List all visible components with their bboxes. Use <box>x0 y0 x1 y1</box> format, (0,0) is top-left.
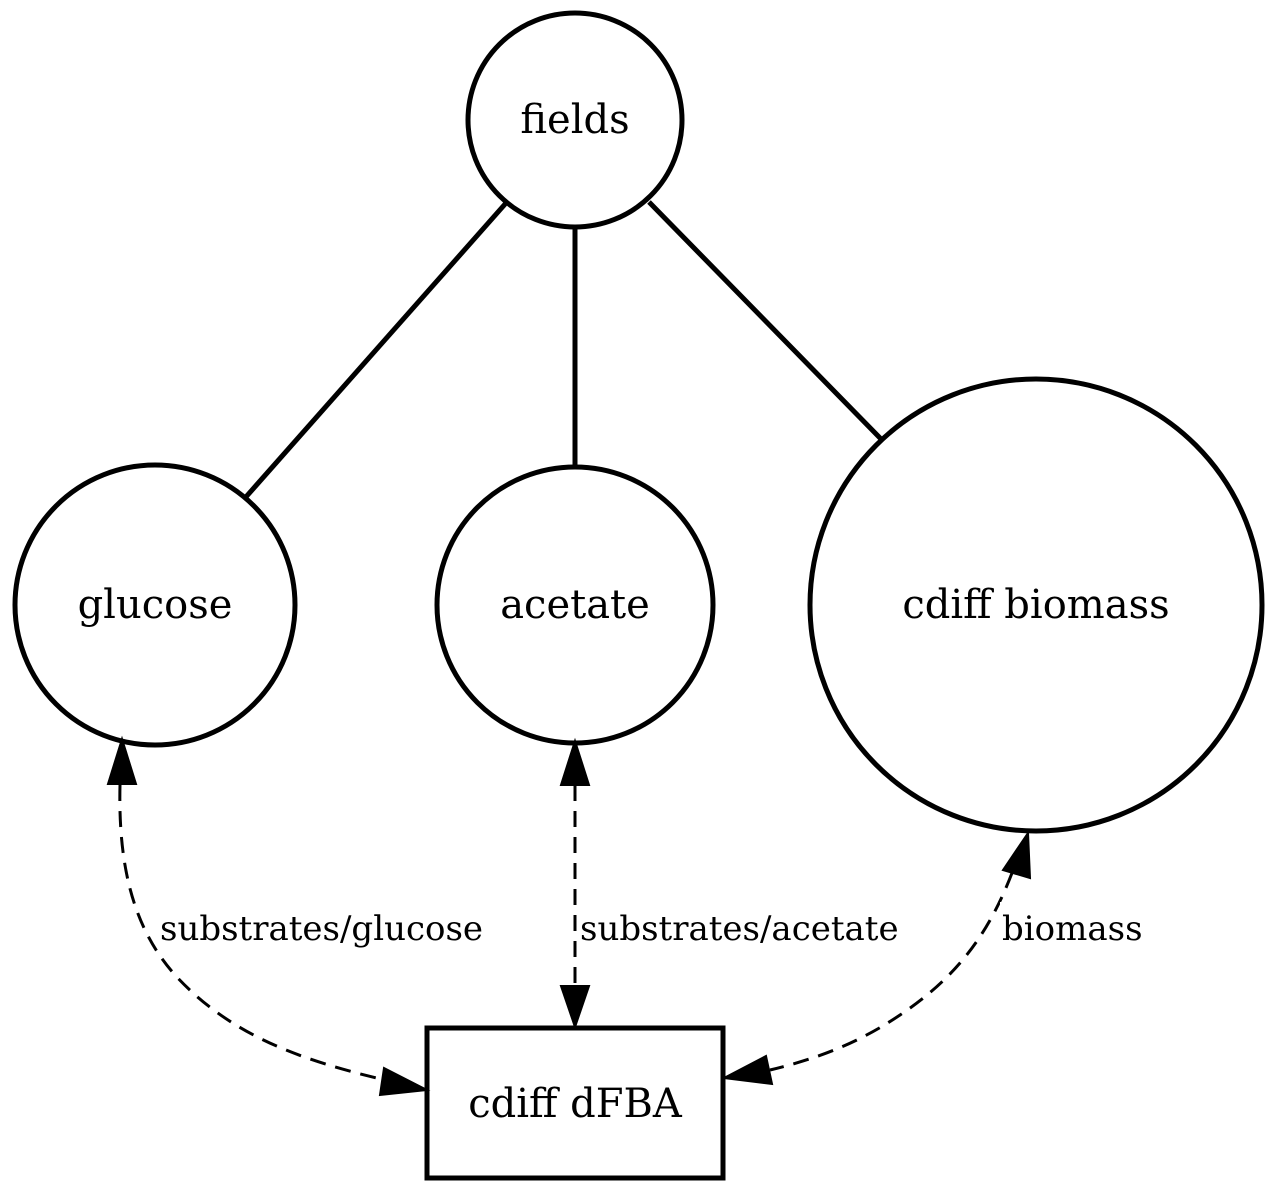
port-edge-glucose <box>118 784 386 1082</box>
node-cdiff-dfba[interactable]: cdiff dFBA <box>424 1025 726 1181</box>
port-edge-biomass <box>769 872 1014 1072</box>
node-glucose-label: glucose <box>78 582 233 628</box>
edge-label-glucose: substrates/glucose <box>160 909 483 949</box>
node-cdiff-dfba-label: cdiff dFBA <box>468 1081 683 1127</box>
edge-label-bg-glucose <box>157 902 553 946</box>
arrowhead-biomass-process <box>720 1054 774 1086</box>
node-cdiff-biomass-label: cdiff biomass <box>902 582 1169 628</box>
arrowhead-glucose-top <box>106 735 138 785</box>
edge-label-bg-biomass <box>1000 902 1176 946</box>
arrowhead-acetate-process <box>559 985 591 1031</box>
node-acetate-label: acetate <box>500 582 650 628</box>
node-glucose[interactable]: glucose <box>12 462 298 748</box>
edge-label-acetate: substrates/acetate <box>580 909 899 949</box>
node-cdiff-biomass[interactable]: cdiff biomass <box>807 376 1265 834</box>
arrowhead-glucose-process <box>378 1066 431 1097</box>
node-fields[interactable]: fields <box>465 10 685 230</box>
arrowhead-acetate-top <box>559 737 591 786</box>
node-acetate[interactable]: acetate <box>434 464 716 746</box>
arrowhead-biomass-top <box>1001 829 1032 880</box>
edge-fields-glucose <box>243 201 508 500</box>
edge-fields-biomass <box>647 200 883 441</box>
edge-label-biomass: biomass <box>1002 909 1143 949</box>
node-fields-label: fields <box>520 97 629 143</box>
edge-label-bg-acetate <box>578 902 962 946</box>
